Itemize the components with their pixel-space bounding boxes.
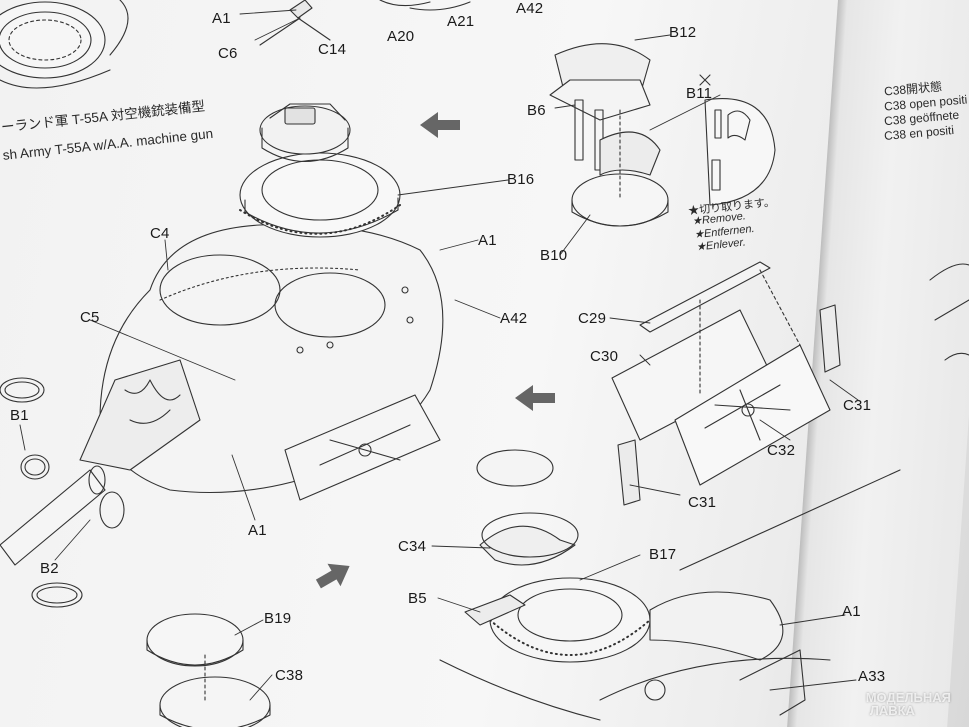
part-label-c6: C6	[218, 45, 238, 62]
watermark-line-2: ЛАВКА	[869, 703, 915, 718]
part-label-c38: C38	[275, 667, 304, 684]
part-label-b17: B17	[649, 546, 677, 563]
part-label-c14: C14	[318, 41, 347, 58]
part-label-a1-top: A1	[212, 10, 231, 27]
aa-mount-assembly	[549, 43, 669, 227]
cupola-ring-lower	[439, 449, 651, 721]
part-label-a33: A33	[858, 668, 886, 685]
part-label-b19: B19	[264, 610, 292, 627]
leader-lines	[19, 9, 859, 701]
direction-arrows	[315, 112, 555, 589]
part-label-a1-mid: A1	[478, 232, 497, 249]
part-label-c29: C29	[578, 310, 607, 327]
b5-part	[464, 594, 526, 626]
part-label-c30: C30	[590, 348, 619, 365]
part-label-c5: C5	[80, 309, 100, 326]
part-label-a21: A21	[447, 13, 475, 30]
part-label-b10: B10	[540, 247, 568, 264]
top-parts-fragment	[259, 0, 471, 46]
part-label-a42-top: A42	[516, 0, 544, 17]
part-label-b5: B5	[408, 590, 427, 607]
part-label-b1: B1	[10, 407, 29, 424]
stowage-box-assembly	[611, 261, 841, 506]
b16-ring	[239, 152, 401, 238]
part-label-a1-low: A1	[248, 522, 267, 539]
part-label-a20: A20	[387, 28, 415, 45]
part-label-c4: C4	[150, 225, 170, 242]
part-label-a1-br: A1	[842, 603, 861, 620]
top-hatch-fragment	[0, 0, 129, 89]
rings	[0, 377, 125, 608]
part-label-a42: A42	[500, 310, 528, 327]
gun-barrel	[0, 359, 201, 566]
part-label-c31-bottom: C31	[688, 494, 717, 511]
b19-hatch	[146, 613, 271, 727]
part-label-c31-right: C31	[843, 397, 872, 414]
lower-right-turret	[599, 469, 901, 716]
removal-detail	[699, 74, 776, 206]
part-label-c32: C32	[767, 442, 796, 459]
part-label-b12: B12	[669, 24, 697, 41]
right-page-parts	[929, 263, 969, 361]
watermark-line-1: МОДЕЛЬНАЯ	[865, 690, 951, 705]
cupola-hatch	[259, 103, 351, 163]
part-label-c34: C34	[398, 538, 427, 555]
part-label-b11: B11	[686, 85, 713, 102]
watermark: МОДЕЛЬНАЯ ЛАВКА	[866, 691, 951, 717]
turret-side-box	[284, 394, 441, 501]
part-label-b16: B16	[507, 171, 535, 188]
part-label-b2: B2	[40, 560, 59, 577]
part-label-b6: B6	[527, 102, 546, 119]
